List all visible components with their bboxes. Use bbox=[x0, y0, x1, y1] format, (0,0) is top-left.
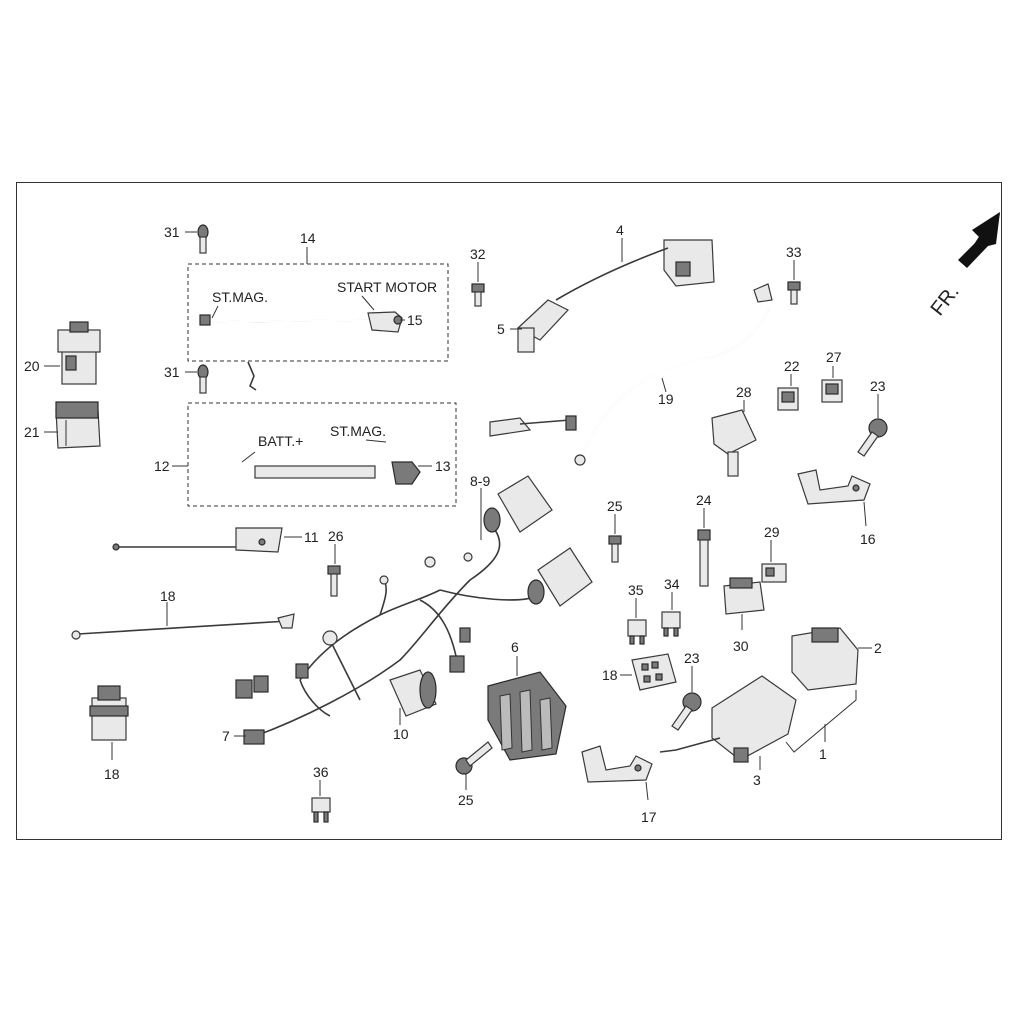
group-box-14 bbox=[187, 263, 449, 362]
bolt-25-bottom bbox=[455, 741, 493, 775]
label-30: 30 bbox=[733, 638, 749, 654]
front-caption: FR. bbox=[927, 281, 964, 320]
bolt-31-top bbox=[197, 224, 209, 254]
screw-23-bottom bbox=[671, 692, 702, 731]
bolt-33 bbox=[787, 281, 801, 305]
group-box-12 bbox=[187, 402, 457, 507]
fuse-block-18 bbox=[631, 653, 677, 691]
connector-27 bbox=[821, 379, 843, 403]
label-22: 22 bbox=[784, 358, 800, 374]
label-6: 6 bbox=[511, 639, 519, 655]
label-5: 5 bbox=[497, 321, 505, 337]
label-24: 24 bbox=[696, 492, 712, 508]
ignition-coil-4 bbox=[555, 239, 715, 301]
label-13: 13 bbox=[435, 458, 451, 474]
label-31-top: 31 bbox=[164, 224, 180, 240]
label-23-bottom: 23 bbox=[684, 650, 700, 666]
cable-18 bbox=[71, 613, 295, 640]
battery-cable-13 bbox=[200, 461, 421, 485]
label-27: 27 bbox=[826, 349, 842, 365]
label-12: 12 bbox=[154, 458, 170, 474]
solenoid-8 bbox=[483, 475, 553, 533]
label-25-top: 25 bbox=[607, 498, 623, 514]
label-8-9: 8-9 bbox=[470, 473, 490, 489]
front-arrow-icon bbox=[958, 212, 1000, 268]
fuse-36 bbox=[311, 797, 331, 823]
label-32: 32 bbox=[470, 246, 486, 262]
label-3: 3 bbox=[753, 772, 761, 788]
relay-20 bbox=[57, 321, 101, 385]
cable-11 bbox=[112, 527, 283, 553]
label-19: 19 bbox=[658, 391, 674, 407]
solenoid-9 bbox=[527, 547, 593, 607]
label-11: 11 bbox=[304, 529, 319, 545]
caption-start-motor: START MOTOR bbox=[337, 279, 437, 295]
label-23-top: 23 bbox=[870, 378, 886, 394]
plug-cap-5 bbox=[516, 299, 569, 353]
fuse-35 bbox=[627, 619, 647, 645]
bracket-16 bbox=[797, 469, 871, 505]
fuse-34 bbox=[661, 611, 681, 637]
label-7: 7 bbox=[222, 728, 230, 744]
label-28: 28 bbox=[736, 384, 752, 400]
connector-30 bbox=[723, 577, 765, 615]
bracket-17 bbox=[581, 745, 653, 783]
bolt-32 bbox=[471, 283, 485, 307]
cover-21 bbox=[55, 401, 101, 449]
diagram-frame bbox=[16, 182, 1002, 840]
label-35: 35 bbox=[628, 582, 644, 598]
label-2: 2 bbox=[874, 640, 882, 656]
caption-batt-plus: BATT.+ bbox=[258, 433, 303, 449]
wiring-harness-7 bbox=[235, 529, 541, 745]
label-36: 36 bbox=[313, 764, 329, 780]
regulator-6 bbox=[487, 671, 567, 761]
caption-st-mag-2: ST.MAG. bbox=[330, 423, 386, 439]
label-29: 29 bbox=[764, 524, 780, 540]
connector-22 bbox=[777, 387, 799, 411]
label-34: 34 bbox=[664, 576, 680, 592]
label-18-cable: 18 bbox=[160, 588, 176, 604]
pin-24 bbox=[697, 529, 711, 587]
bolt-25-top bbox=[608, 535, 622, 563]
label-25-bottom: 25 bbox=[458, 792, 474, 808]
label-17: 17 bbox=[641, 809, 657, 825]
sensor-10 bbox=[389, 669, 437, 717]
lead-connector bbox=[489, 415, 577, 437]
label-20: 20 bbox=[24, 358, 40, 374]
label-14: 14 bbox=[300, 230, 316, 246]
label-18-relay: 18 bbox=[104, 766, 120, 782]
screw-23-top bbox=[857, 418, 888, 457]
ground-cable-19 bbox=[574, 283, 773, 466]
relay-28 bbox=[711, 409, 757, 477]
label-18-fuse-block: 18 bbox=[602, 667, 618, 683]
cdi-box-3 bbox=[659, 675, 797, 763]
label-33: 33 bbox=[786, 244, 802, 260]
bolt-26 bbox=[327, 565, 341, 597]
label-10: 10 bbox=[393, 726, 409, 742]
starter-cable-15 bbox=[199, 311, 403, 333]
connector-2 bbox=[791, 627, 859, 691]
label-1: 1 bbox=[819, 746, 827, 762]
label-4: 4 bbox=[616, 222, 624, 238]
label-16: 16 bbox=[860, 531, 876, 547]
caption-st-mag-1: ST.MAG. bbox=[212, 289, 268, 305]
bolt-31-mid bbox=[197, 364, 209, 394]
label-21: 21 bbox=[24, 424, 40, 440]
label-15: 15 bbox=[407, 312, 423, 328]
label-26: 26 bbox=[328, 528, 344, 544]
connector-29 bbox=[761, 563, 787, 583]
relay-18 bbox=[89, 685, 129, 741]
label-31-mid: 31 bbox=[164, 364, 180, 380]
